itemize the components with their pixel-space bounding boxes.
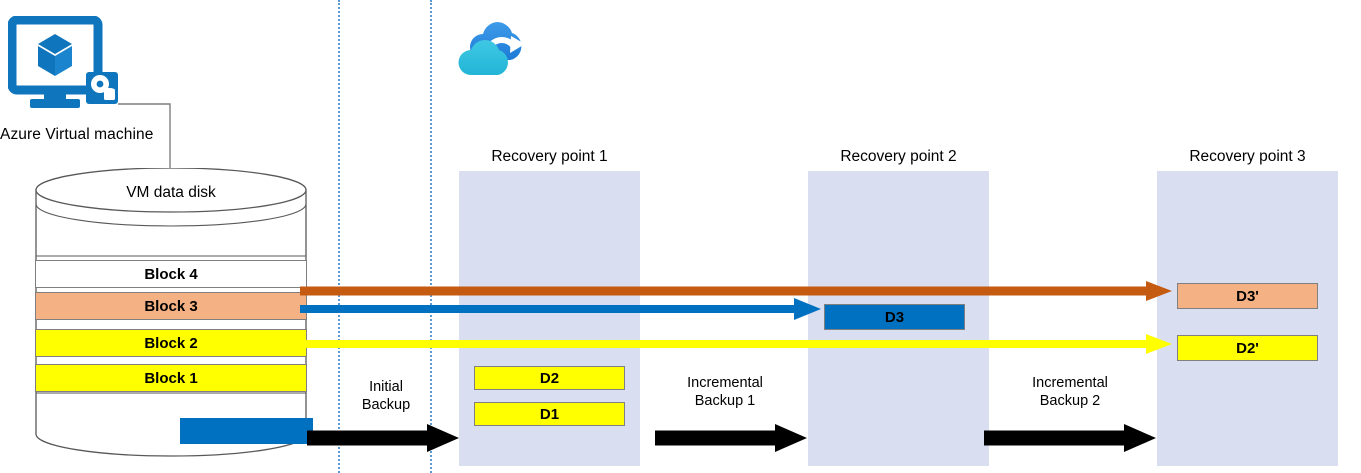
vm-to-disk-connector <box>118 103 171 182</box>
recovery-point-1-item-d2-label: D2 <box>539 369 560 387</box>
cloud-backup-icon <box>455 8 545 93</box>
guide-line-left <box>338 0 340 473</box>
incremental-backup-1-label: Incremental Backup 1 <box>655 374 795 410</box>
recovery-point-1-item-d1: D1 <box>474 402 625 426</box>
incremental-backup-2-label-line2: Backup 2 <box>1039 393 1101 410</box>
incremental-backup-2-label-line1: Incremental <box>1032 375 1108 391</box>
recovery-point-3-item-d3p: D3' <box>1177 283 1318 309</box>
recovery-point-3-title: Recovery point 3 <box>1189 148 1306 165</box>
disk-block-2-label: Block 2 <box>144 334 198 352</box>
azure-virtual-machine-icon <box>7 15 128 111</box>
recovery-point-2-item-d3-label: D3 <box>884 308 905 326</box>
disk-block-4-label: Block 4 <box>144 265 198 283</box>
recovery-point-1-title: Recovery point 1 <box>491 148 608 165</box>
disk-block-1: Block 1 <box>35 364 307 392</box>
initial-backup-label-line1: Initial <box>369 379 403 395</box>
recovery-point-1-item-d1-label: D1 <box>539 405 560 423</box>
disk-block-3: Block 3 <box>35 292 313 444</box>
recovery-point-3-item-d2p: D2' <box>1177 335 1318 361</box>
initial-backup-label-line2: Backup <box>361 397 411 414</box>
recovery-point-2-item-d3: D3 <box>824 304 965 330</box>
incremental-backup-1-label-line1: Incremental <box>687 375 763 391</box>
recovery-point-3-item-d3p-label: D3' <box>1236 287 1259 305</box>
recovery-point-3-item-d2p-label: D2' <box>1236 339 1259 357</box>
incremental-backup-1-arrow <box>655 424 807 452</box>
disk-block-1-label: Block 1 <box>144 369 198 387</box>
incremental-backup-2-arrow <box>984 424 1156 452</box>
initial-backup-label: Initial Backup <box>340 378 432 414</box>
vm-label: Azure Virtual machine <box>0 126 154 143</box>
incremental-backup-1-label-line2: Backup 1 <box>694 393 756 410</box>
initial-backup-arrow <box>307 424 459 452</box>
disk-block-4: Block 4 <box>35 260 307 288</box>
flow-arrow-yellow <box>300 334 1172 354</box>
guide-line-right <box>430 0 432 473</box>
recovery-point-2-title: Recovery point 2 <box>840 148 957 165</box>
incremental-backup-2-label: Incremental Backup 2 <box>1000 374 1140 410</box>
disk-block-3-label: Block 3 <box>144 297 198 315</box>
vm-data-disk-cylinder: VM data disk Block 4 Block 3 Block 2 Blo… <box>30 168 313 458</box>
recovery-point-3-column <box>1157 171 1338 466</box>
disk-title: VM data disk <box>126 184 216 201</box>
recovery-point-1-item-d2: D2 <box>474 366 625 390</box>
flow-arrow-blue <box>300 298 821 320</box>
flow-arrow-orange <box>300 281 1172 301</box>
disk-block-3-changed-region <box>180 418 313 444</box>
disk-block-2: Block 2 <box>35 329 307 357</box>
